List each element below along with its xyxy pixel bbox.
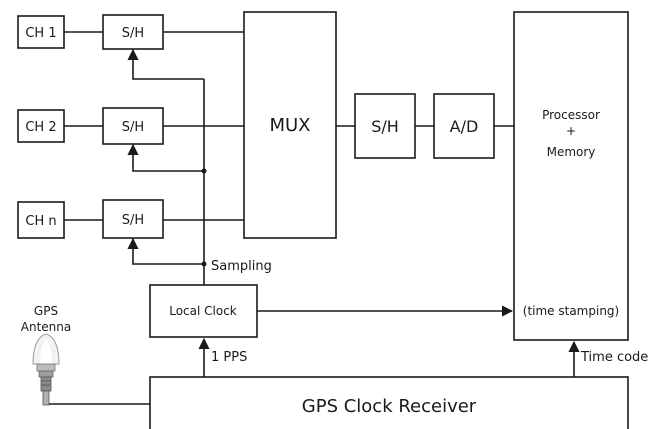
mux-label: MUX: [269, 115, 310, 136]
memory-label: Memory: [547, 145, 596, 159]
sample-hold-n-label: S/H: [122, 213, 144, 228]
gps-antenna-icon: [32, 333, 60, 406]
ad-converter-block: A/D: [433, 93, 495, 159]
gps-antenna-label-line1: GPS: [34, 304, 58, 318]
sampling-to-sh1-arrow: [127, 48, 204, 80]
sample-hold-n-block: S/H: [102, 199, 164, 239]
processor-memory-block: Processor + Memory (time stamping): [513, 11, 629, 341]
time-code-label: Time code: [580, 350, 648, 365]
channel-2-label: CH 2: [25, 120, 56, 135]
channel-n-block: CH n: [17, 201, 65, 239]
channel-2-block: CH 2: [17, 109, 65, 143]
ad-converter-label: A/D: [450, 117, 479, 136]
local-clock-label: Local Clock: [169, 304, 237, 318]
sample-hold-2-label: S/H: [122, 120, 144, 135]
mux-block: MUX: [243, 11, 337, 239]
sampling-to-sh2-arrow: [127, 143, 204, 172]
channel-1-block: CH 1: [17, 15, 65, 49]
sample-hold-1-label: S/H: [122, 26, 144, 41]
gps-clock-receiver-block: GPS Clock Receiver: [149, 376, 629, 429]
sample-hold-1-block: S/H: [102, 14, 164, 50]
sample-hold-main-label: S/H: [371, 117, 399, 136]
sampling-label: Sampling: [211, 259, 272, 274]
junction-dot: [201, 261, 207, 267]
sample-hold-2-block: S/H: [102, 107, 164, 145]
processor-label: Processor: [542, 108, 600, 122]
pps-label: 1 PPS: [211, 350, 247, 365]
sampling-to-shn-arrow: [127, 237, 204, 265]
channel-n-label: CH n: [25, 214, 56, 229]
channel-1-label: CH 1: [25, 26, 56, 41]
gps-clock-receiver-label: GPS Clock Receiver: [302, 396, 477, 417]
local-clock-block: Local Clock: [149, 284, 258, 338]
time-stamping-label: (time stamping): [523, 304, 619, 318]
sample-hold-main-block: S/H: [354, 93, 416, 159]
gps-antenna-label-line2: Antenna: [21, 320, 71, 334]
junction-dot: [201, 168, 207, 174]
processor-plus-label: +: [566, 124, 576, 138]
